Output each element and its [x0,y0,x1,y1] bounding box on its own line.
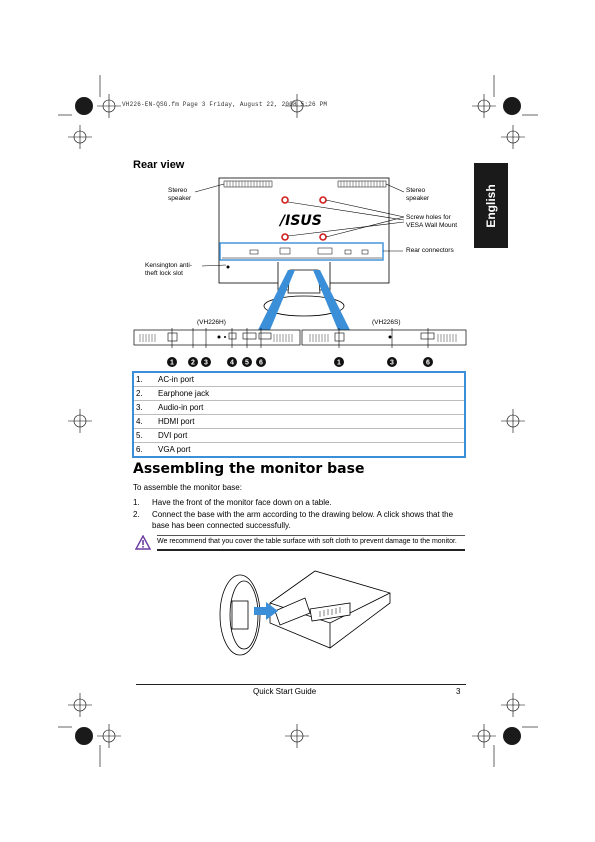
port-marker-number: 1 [337,360,341,367]
port-marker-badge [227,357,237,367]
port-marker-badge [188,357,198,367]
callout-line: VESA Wall Mount [406,222,458,229]
base-assembly-illustration [219,570,391,656]
table-row: 2. Earphone jack [134,387,464,401]
port-markers: 1 2 3 4 5 6 1 3 6 [167,357,433,367]
port-marker-badge [201,357,211,367]
callout-line: Screw holes for [406,214,451,221]
port-number: 4. [136,417,143,426]
port-marker-number: 2 [191,360,195,367]
footer-divider [136,684,466,685]
callout-line: Stereo [406,187,426,194]
caution-note: We recommend that you cover the table su… [157,535,465,551]
footer-page-number: 3 [456,687,461,696]
port-marker-number: 6 [259,360,263,367]
table-row: 5. DVI port [134,429,464,443]
model-label-vh226s: (VH226S) [372,319,401,326]
port-marker-number: 3 [390,360,394,367]
callout-line: theft lock slot [145,270,183,277]
port-label: AC-in port [158,375,195,384]
callout-line: Kensington anti- [145,262,192,269]
port-label: HDMI port [158,417,195,426]
port-number: 2. [136,389,143,398]
port-marker-badge [167,357,177,367]
callout-stereo-speaker-right: Stereo speaker [406,187,429,203]
port-marker-number: 3 [204,360,208,367]
port-number: 6. [136,445,143,454]
assembly-heading: Assembling the monitor base [133,461,365,477]
port-marker-number: 6 [426,360,430,367]
asus-logo: /ISUS [278,213,322,229]
port-marker-number: 1 [170,360,174,367]
rear-view-illustration: /ISUS [133,177,467,348]
step-text: Connect the base with the arm according … [152,510,454,530]
step-number: 1. [133,498,140,507]
rear-view-title: Rear view [133,159,185,171]
list-item: 1. Have the front of the monitor face dow… [133,497,465,508]
step-number: 2. [133,510,140,519]
ports-table: 1. AC-in port 2. Earphone jack 3. Audio-in … [132,371,466,458]
callout-kensington-lock: Kensington anti- theft lock slot [145,262,192,278]
assembly-steps: 1. Have the front of the monitor face dow… [133,497,465,532]
callout-line: Stereo [168,187,188,194]
table-row: 4. HDMI port [134,415,464,429]
callout-line: speaker [168,195,192,202]
port-marker-badge [387,357,397,367]
port-label: DVI port [158,431,188,440]
port-label: VGA port [158,445,191,454]
callout-stereo-speaker-left: Stereo speaker [168,187,191,203]
model-label-vh226h: (VH226H) [197,319,226,326]
port-label: Earphone jack [158,389,210,398]
table-row: 3. Audio-in port [134,401,464,415]
port-marker-badge [256,357,266,367]
language-label: English [484,183,498,228]
language-tab: English [474,163,508,248]
assembly-intro: To assemble the monitor base: [133,483,242,492]
port-number: 3. [136,403,143,412]
caution-icon [135,535,151,550]
file-header: VH226-EN-QSG.fm Page 3 Friday, August 22… [122,101,328,108]
port-marker-number: 5 [245,360,249,367]
table-row: 6. VGA port [134,443,464,456]
port-marker-number: 4 [230,360,234,367]
list-item: 2. Connect the base with the arm accordin… [133,509,465,531]
port-number: 5. [136,431,143,440]
callout-screw-holes: Screw holes for VESA Wall Mount [406,214,457,230]
port-marker-badge [423,357,433,367]
port-label: Audio-in port [158,403,204,412]
callout-rear-connectors: Rear connectors [406,247,454,254]
callout-line: speaker [406,195,430,202]
footer-guide-title: Quick Start Guide [253,687,317,696]
table-row: 1. AC-in port [134,373,464,387]
port-marker-badge [242,357,252,367]
port-marker-badge [334,357,344,367]
step-text: Have the front of the monitor face down … [152,498,332,507]
port-number: 1. [136,375,143,384]
